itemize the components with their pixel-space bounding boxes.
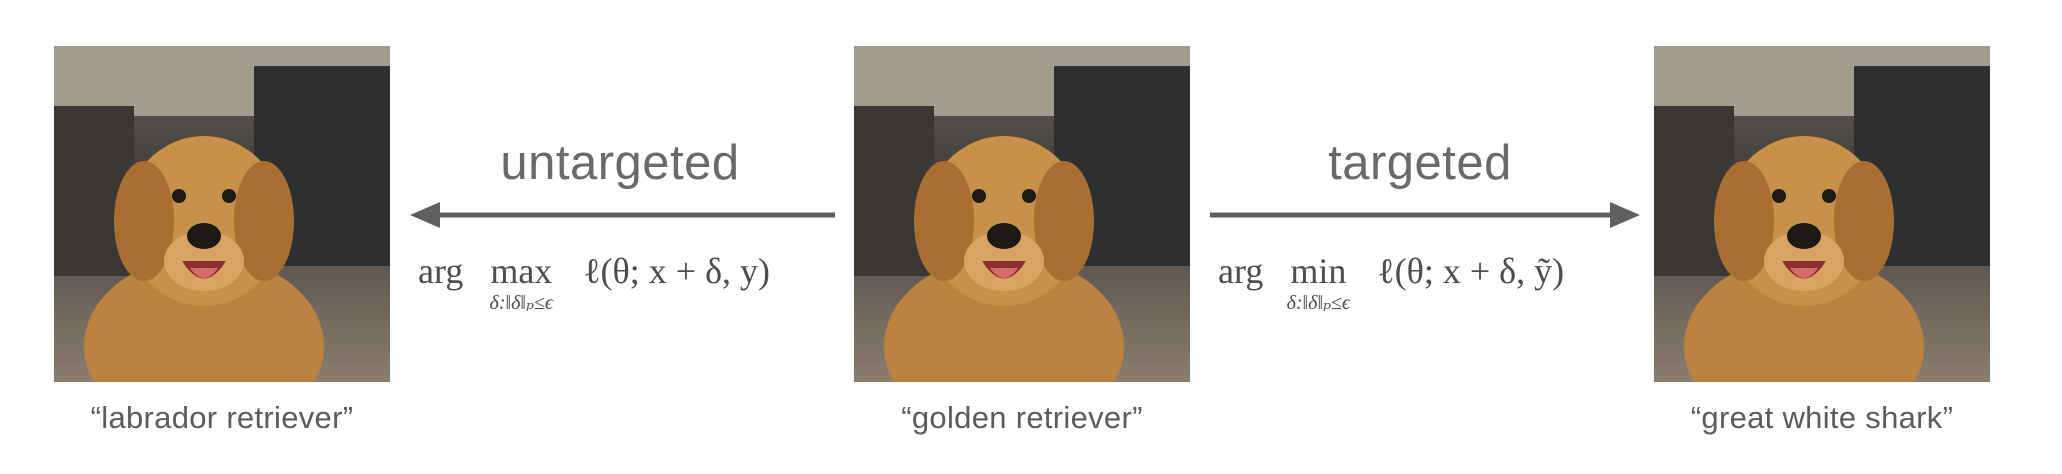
formula-targeted-op-text: min: [1290, 251, 1347, 291]
formula-targeted: arg min δ:‖δ‖ₚ≤ϵ ℓ(θ; x + δ, ỹ): [1218, 250, 1565, 314]
dog-image-right: [1654, 46, 1990, 382]
right-arrow-icon: [1210, 202, 1640, 228]
caption-shark: “great white shark”: [1690, 400, 1954, 435]
formula-untargeted-prefix: arg: [418, 251, 464, 291]
caption-labrador: “labrador retriever”: [90, 400, 354, 435]
caption-golden: “golden retriever”: [901, 400, 1143, 435]
left-arrow-icon: [410, 202, 835, 228]
formula-untargeted-body: ℓ(θ; x + δ, y): [583, 251, 771, 291]
formula-untargeted-sub: δ:‖δ‖ₚ≤ϵ: [489, 292, 554, 314]
label-untargeted: untargeted: [500, 136, 740, 190]
formula-targeted-prefix: arg: [1218, 251, 1264, 291]
dog-image-left: [54, 46, 390, 382]
panel-golden: “golden retriever”: [854, 46, 1190, 435]
formula-untargeted-op: max δ:‖δ‖ₚ≤ϵ: [490, 250, 554, 314]
panel-labrador: “labrador retriever”: [54, 46, 390, 435]
formula-untargeted-op-text: max: [490, 251, 553, 291]
label-targeted: targeted: [1328, 136, 1512, 190]
dog-image-center: [854, 46, 1190, 382]
formula-targeted-op: min δ:‖δ‖ₚ≤ϵ: [1287, 250, 1351, 314]
formula-targeted-body: ℓ(θ; x + δ, ỹ): [1377, 251, 1565, 291]
formula-untargeted: arg max δ:‖δ‖ₚ≤ϵ ℓ(θ; x + δ, y): [418, 250, 771, 314]
panel-shark: “great white shark”: [1654, 46, 1990, 435]
formula-targeted-sub: δ:‖δ‖ₚ≤ϵ: [1286, 292, 1351, 314]
